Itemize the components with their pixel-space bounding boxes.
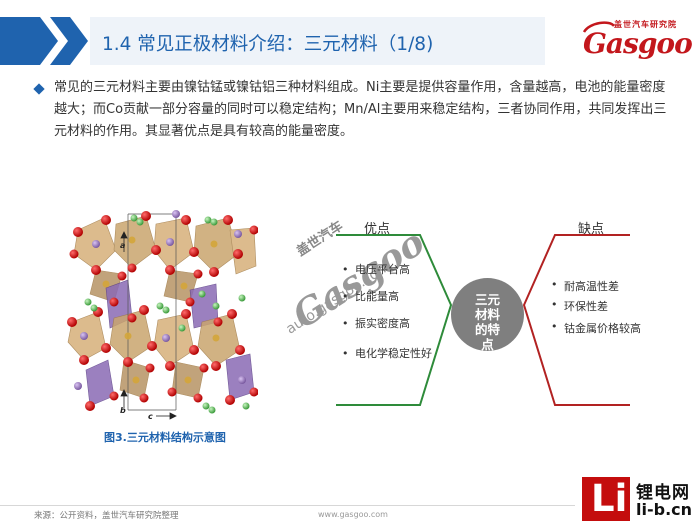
disadvantage-item: •钴金属价格较高 [551,320,641,335]
figure-caption: 图3.三元材料结构示意图 [104,431,226,444]
logo-en-text: Gasgoo [583,27,693,60]
gasgoo-logo [570,18,694,60]
advantage-item: •电化学稳定性好 [342,347,432,360]
disadvantage-item: •耐高温性差 [551,278,619,293]
axis-a-label: a [120,241,125,250]
li-b-logo-cn: 锂电网 [636,483,690,503]
center-circle: 三元材料的特点 [451,278,524,352]
advantages-title: 优点 [364,222,391,237]
disadvantages-title: 缺点 [578,222,605,237]
advantage-item: •比能量高 [342,290,399,303]
footer-divider [0,505,575,506]
disadvantages-bracket [522,234,630,406]
li-b-logo-icon: Li [582,477,630,521]
header-band [0,17,545,65]
advantage-item: •电压平台高 [342,263,410,276]
logo-swoosh-icon [582,21,616,33]
page-title: 1.4 常见正极材料介绍：三元材料（1/8) [102,34,434,55]
li-b-logo-en: li-b.cn [636,500,693,519]
advantages-bracket [336,234,453,406]
axis-b-label: b [120,406,126,415]
diamond-bullet-icon [33,83,45,95]
crystal-structure-image: a b c [67,210,258,421]
advantage-item: •振实密度高 [342,317,410,330]
axis-c-label: c [148,412,153,421]
footer-url: www.gasgoo.com [318,510,388,519]
logo-cn-text: 盖世汽车研究院 [614,20,677,29]
footer-source: 来源：公开资料，盖世汽车研究院整理 [34,511,179,521]
features-diagram [336,234,630,406]
disadvantage-item: •环保性差 [551,298,608,313]
intro-paragraph: 常见的三元材料主要由镍钴锰或镍钴铝三种材料组成。Ni主要是提供容量作用，含量越高… [54,80,667,139]
